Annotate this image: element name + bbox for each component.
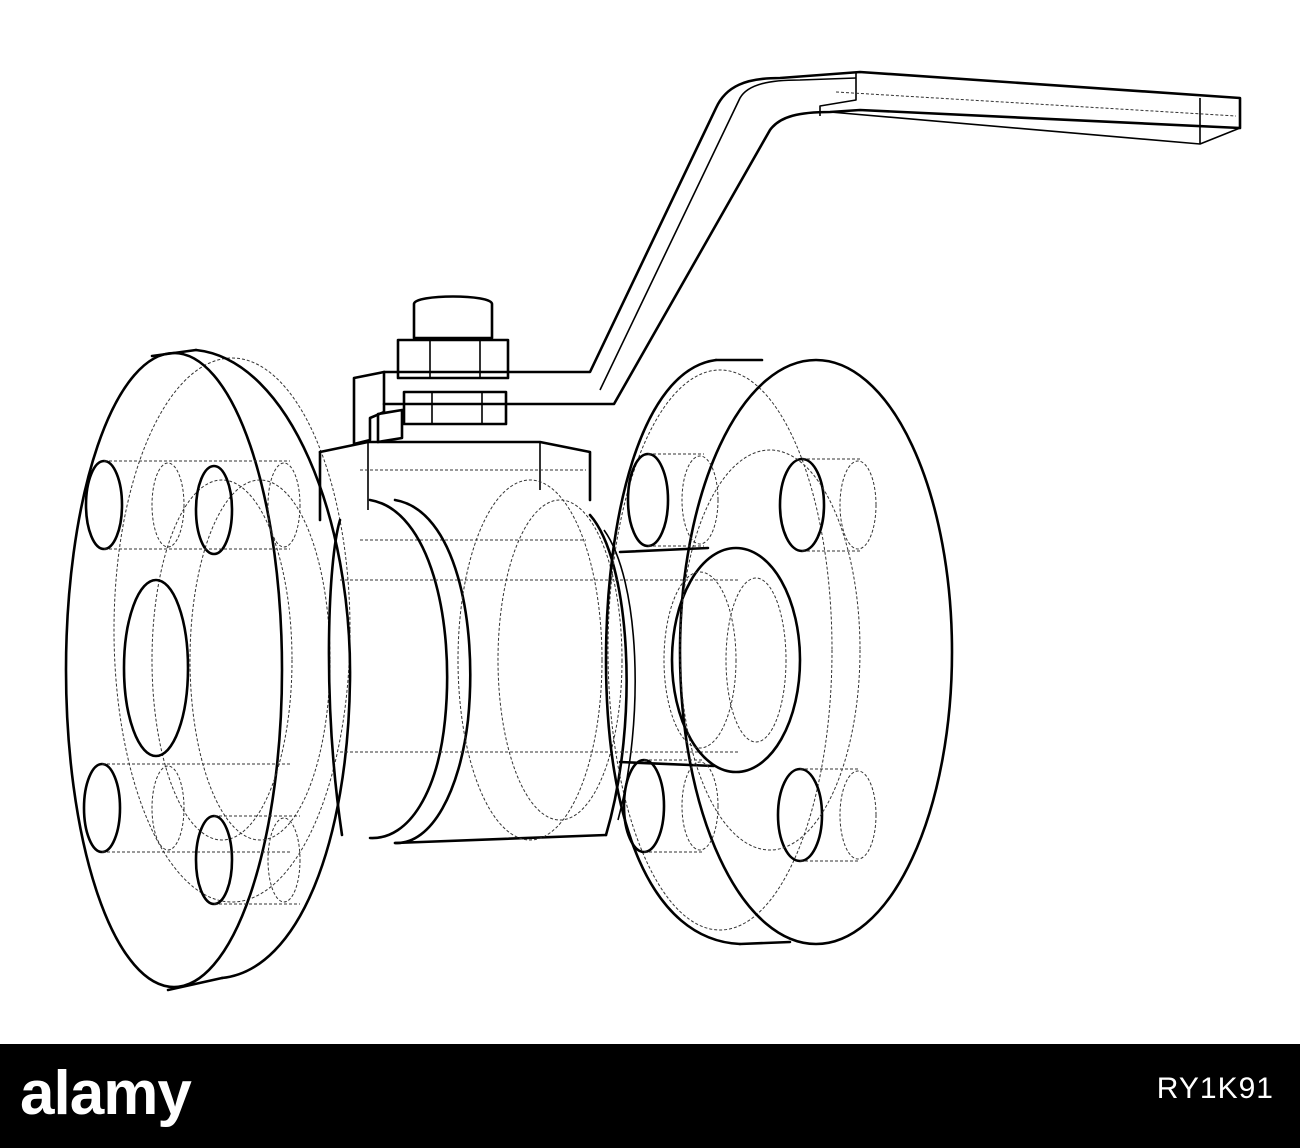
left-flange: [64, 348, 352, 992]
bore-hidden-lines: [340, 579, 740, 753]
left-flange-bore: [122, 578, 190, 758]
handle-outline: [382, 70, 1242, 406]
body-cylinder-ring-inner: [393, 498, 472, 845]
left-flange-front-face: [64, 351, 284, 989]
bolt-hole: [194, 814, 234, 906]
body-top-block: [318, 440, 592, 502]
bolt-hole: [82, 762, 122, 854]
body-cylinder-ring: [368, 498, 449, 840]
bolt-hole-hidden: [151, 462, 185, 548]
bolt-hole-hidden: [839, 460, 877, 550]
left-flange-back-face: [113, 357, 351, 903]
body-right-cap: [588, 513, 628, 837]
handle-inner-edge: [599, 77, 857, 391]
lock-tab: [376, 408, 404, 444]
bolt-hole: [778, 457, 826, 553]
bolt-hole-hidden-edges: [102, 460, 300, 905]
lever-handle: [382, 70, 1242, 406]
bolt-hole: [622, 758, 666, 854]
bolt-hole: [626, 452, 670, 548]
stem-collar: [402, 390, 508, 426]
ball-hidden: [457, 479, 603, 841]
bolt-hole: [194, 464, 234, 556]
ball-hidden-inner: [497, 499, 623, 821]
right-flange-bore: [670, 546, 802, 774]
bolt-hole-hidden: [681, 455, 719, 545]
left-flange-inner-ring: [151, 479, 293, 841]
ball-valve-drawing: .s { fill: none; stroke: #000; stroke-wi…: [64, 70, 1242, 992]
image-id-label: RY1K91: [1156, 1072, 1274, 1105]
collar-faces: [431, 392, 483, 424]
body-bottom-edge: [393, 833, 608, 845]
bolt-hole: [84, 459, 124, 551]
alamy-logo: alamy: [20, 1059, 193, 1128]
svg-text:alamy: alamy: [20, 1059, 192, 1128]
stem-top: [412, 295, 494, 340]
right-flange-back-edge: [604, 358, 742, 946]
handle-grip-step: [819, 72, 857, 116]
right-flange: [604, 358, 954, 946]
body-cylinder-left: [327, 518, 344, 837]
handle-grip-end: [829, 98, 1241, 145]
right-flange-front-face: [678, 358, 954, 946]
bolt-hole-hidden: [267, 817, 301, 903]
stem-nut: [396, 338, 510, 380]
left-flange-inner-ring-back: [189, 479, 331, 841]
bolt-hole-hidden-edges: [644, 453, 860, 862]
valve-body: [318, 440, 740, 845]
right-flange-bottom-rim: [738, 940, 792, 946]
right-flange-bore-hidden-2: [663, 571, 737, 749]
stock-banner: alamy RY1K91: [0, 1044, 1300, 1148]
stem-assembly: [352, 295, 510, 446]
bolt-hole-hidden: [267, 462, 301, 548]
right-flange-back-face: [607, 369, 833, 931]
handle-hidden-edge: [835, 91, 1237, 117]
bolt-hole-hidden: [151, 765, 185, 851]
right-flange-inner-ring: [679, 449, 861, 851]
bolt-hole-hidden: [681, 761, 719, 851]
left-flange-side-edge: [194, 348, 352, 980]
right-flange-bore-hidden: [725, 577, 787, 743]
body-hidden-block: [360, 469, 586, 541]
stop-lug: [352, 370, 386, 446]
bolt-hole-hidden: [839, 770, 877, 860]
